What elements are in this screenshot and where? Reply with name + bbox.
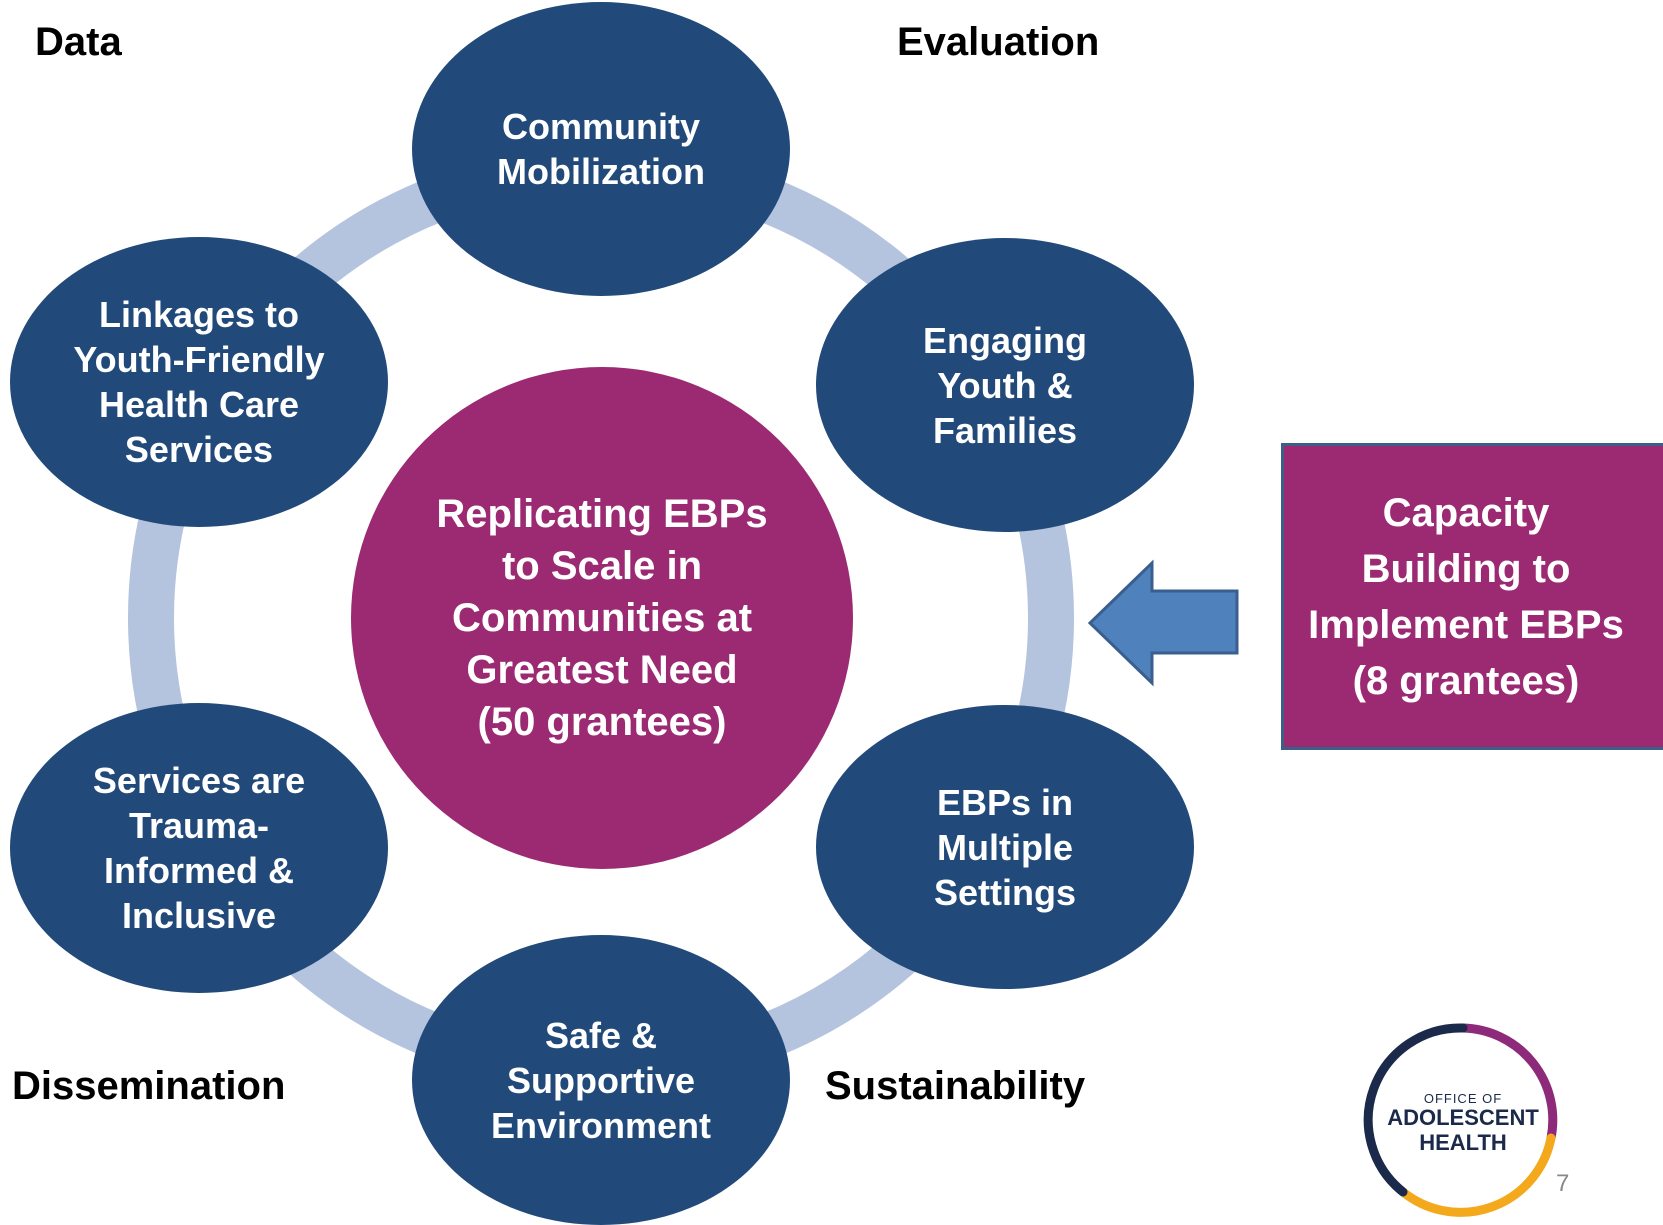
logo-ring-icon [1363,1023,1558,1217]
label-evaluation: Evaluation [897,20,1100,64]
node-label: Engaging Youth & Families [923,319,1087,451]
node-label: EBPs in Multiple Settings [933,781,1076,913]
logo-line-health: HEALTH [1419,1129,1507,1155]
center-replicating-ebps: Replicating EBPs to Scale in Communities… [351,367,853,869]
label-dissemination: Dissemination [12,1064,286,1108]
node-ebps-multiple-settings: EBPs in Multiple Settings [816,705,1194,989]
node-label: Safe & Supportive Environment [490,1014,712,1146]
center-label: Replicating EBPs to Scale in Communities… [436,492,768,744]
logo-line-office: OFFICE OF [1423,1091,1503,1107]
node-label: Community Mobilization [497,106,705,192]
left-arrow [1087,559,1239,687]
oah-logo: OFFICE OF ADOLESCENT HEALTH [1363,1020,1563,1220]
node-engaging-youth-families: Engaging Youth & Families [816,238,1194,532]
node-trauma-informed-services: Services are Trauma- Informed & Inclusiv… [10,703,388,993]
node-linkages-health-care: Linkages to Youth-Friendly Health Care S… [10,237,388,527]
capacity-building-label: Capacity Building to Implement EBPs (8 g… [1308,490,1624,703]
node-community-mobilization: Community Mobilization [412,2,790,296]
node-label: Services are Trauma- Informed & Inclusiv… [92,760,306,936]
logo-line-adolescent: ADOLESCENT [1387,1105,1539,1131]
label-data: Data [35,20,122,64]
page-number: 7 [1556,1170,1570,1197]
node-safe-supportive-environment: Safe & Supportive Environment [412,935,790,1225]
node-label: Linkages to Youth-Friendly Health Care S… [73,294,325,470]
capacity-building-box: Capacity Building to Implement EBPs (8 g… [1281,443,1663,750]
label-sustainability: Sustainability [825,1064,1086,1108]
